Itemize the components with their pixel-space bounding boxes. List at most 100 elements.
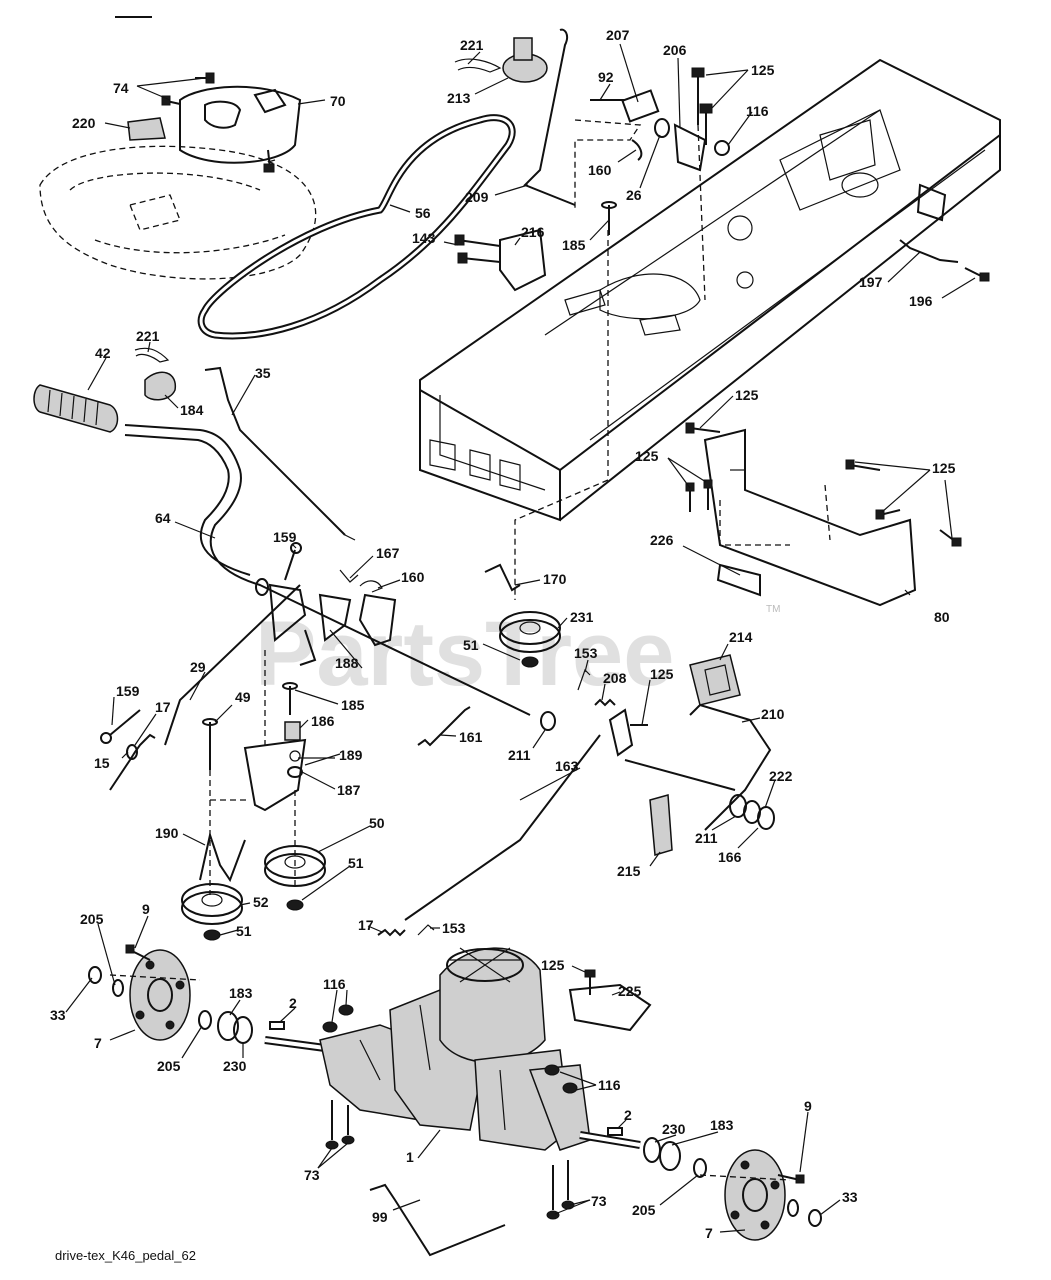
label-116-left: 116 (323, 976, 346, 992)
label-125-shield-left: 125 (635, 448, 659, 464)
clip-160 (359, 580, 383, 593)
bolts-73 (325, 1100, 575, 1220)
label-70: 70 (330, 93, 346, 109)
clip-33-left (88, 966, 102, 984)
label-222: 222 (769, 768, 793, 784)
label-167: 167 (376, 545, 400, 561)
label-161: 161 (459, 729, 483, 745)
label-216: 216 (521, 224, 545, 240)
label-26: 26 (626, 187, 642, 203)
label-116-right: 116 (598, 1077, 621, 1093)
rod-163 (404, 734, 601, 921)
clip-167 (339, 569, 359, 583)
pulley-50 (264, 845, 326, 887)
label-211-left: 211 (508, 747, 531, 763)
lever-bracket-parts (590, 67, 730, 172)
partstree-watermark: PartsTree (255, 603, 674, 705)
hub-left (129, 949, 191, 1041)
washer-205-right (693, 1158, 707, 1178)
label-80: 80 (934, 609, 950, 625)
label-125-bracket: 125 (541, 957, 565, 973)
key-2-left (269, 1021, 285, 1030)
nut-51-upper (521, 656, 539, 668)
label-183-right: 183 (710, 1117, 734, 1133)
bracket-226 (716, 563, 761, 597)
guide-plate-2 (209, 770, 250, 801)
pedal-210 (689, 703, 772, 831)
spring-208 (594, 698, 616, 707)
label-185: 185 (341, 697, 365, 713)
label-205-left: 205 (157, 1058, 181, 1074)
cover-215 (649, 794, 673, 856)
label-2-left: 2 (289, 995, 297, 1011)
label-9-right: 9 (804, 1098, 812, 1114)
label-183-left: 183 (229, 985, 253, 1001)
label-33-left: 33 (50, 1007, 66, 1023)
guide-shield (719, 500, 790, 546)
label-211-right: 211 (695, 830, 718, 846)
drive-belt (197, 114, 516, 340)
arm-190 (199, 831, 246, 883)
label-52: 52 (253, 894, 269, 910)
label-205-right: 205 (632, 1202, 656, 1218)
label-207: 207 (606, 27, 630, 43)
label-170: 170 (543, 571, 567, 587)
label-185-top: 185 (562, 237, 586, 253)
label-231: 231 (570, 609, 594, 625)
part-labels: 221 213 74 70 220 56 207 92 206 125 116 … (50, 27, 956, 1241)
label-35: 35 (255, 365, 271, 381)
guide-bolt (697, 124, 706, 301)
spring-17 (109, 733, 156, 791)
label-17-lower: 17 (358, 917, 374, 933)
label-42: 42 (95, 345, 111, 361)
label-49: 49 (235, 689, 251, 705)
label-188: 188 (335, 655, 359, 671)
label-15: 15 (94, 755, 110, 771)
hub-right (724, 1149, 786, 1241)
rod-188 (299, 629, 317, 666)
label-184: 184 (180, 402, 204, 418)
label-116-top: 116 (746, 103, 769, 119)
label-33-right: 33 (842, 1189, 858, 1205)
shield-80 (685, 422, 962, 607)
rod-197 (899, 239, 959, 263)
label-197: 197 (859, 274, 883, 290)
bushing-183-left (217, 1011, 239, 1041)
washer-15 (126, 744, 138, 760)
label-1: 1 (406, 1149, 414, 1165)
label-2-right: 2 (624, 1107, 632, 1123)
label-214: 214 (729, 629, 753, 645)
key-part (127, 117, 166, 141)
bolts-74 (161, 72, 275, 173)
diagram-caption: drive-tex_K46_pedal_62 (55, 1248, 196, 1263)
guide-hub-left (109, 974, 201, 981)
pin-159-top (284, 542, 302, 581)
washer-205-left-2 (198, 1010, 212, 1030)
label-221: 221 (136, 328, 160, 344)
label-51-upper: 51 (463, 637, 479, 653)
label-220: 220 (72, 115, 96, 131)
label-159-lower: 159 (116, 683, 140, 699)
rod-29 (164, 584, 301, 746)
pulley-52 (181, 883, 243, 925)
lever-rod (523, 28, 576, 206)
label-51-mid: 51 (348, 855, 364, 871)
spring-170 (484, 563, 521, 592)
clip-33-right (808, 1209, 822, 1227)
lever-knob (502, 37, 548, 83)
rod-99 (369, 1183, 506, 1257)
rod-35-end (344, 534, 356, 541)
label-206: 206 (663, 42, 687, 58)
pin-153-lower (417, 924, 435, 936)
label-221-top: 221 (460, 37, 484, 53)
label-196: 196 (909, 293, 933, 309)
label-92: 92 (598, 69, 614, 85)
bolt-49 (202, 718, 218, 770)
nut-51-lower (203, 929, 221, 941)
leader-lines (65, 43, 976, 1233)
label-99: 99 (372, 1209, 388, 1225)
guide-frame (514, 230, 609, 600)
label-7-left: 7 (94, 1035, 102, 1051)
spacer-186 (284, 721, 301, 741)
